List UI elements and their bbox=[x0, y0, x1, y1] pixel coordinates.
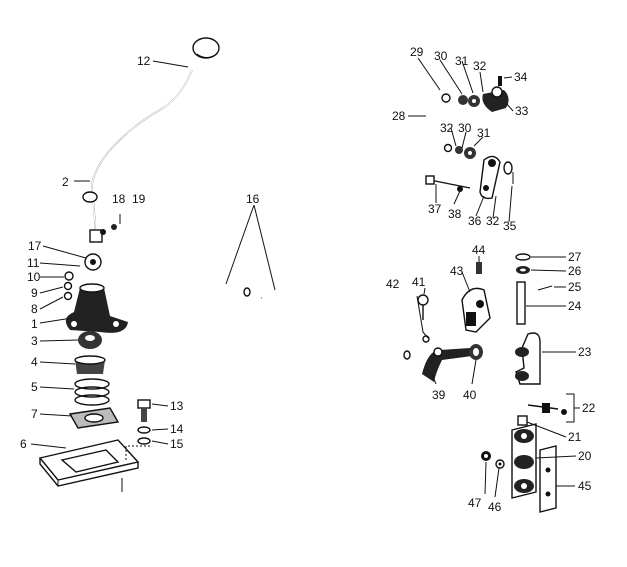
callout-15: 15 bbox=[170, 437, 184, 451]
callout-23: 23 bbox=[578, 345, 592, 359]
callout-21: 21 bbox=[568, 430, 582, 444]
callout-36: 36 bbox=[468, 214, 482, 228]
callout-37: 37 bbox=[428, 202, 442, 216]
callout-4: 4 bbox=[31, 355, 38, 369]
callout-46: 46 bbox=[488, 500, 502, 514]
callout-20: 20 bbox=[578, 449, 592, 463]
callout-45: 45 bbox=[578, 479, 592, 493]
callout-11: 11 bbox=[27, 256, 40, 270]
callout-27: 27 bbox=[568, 250, 582, 264]
bracket-36 bbox=[479, 155, 501, 200]
callout-42: 42 bbox=[386, 277, 400, 291]
callout-17: 17 bbox=[28, 239, 42, 253]
selector-rod-rear bbox=[261, 296, 411, 360]
bracket-43 bbox=[461, 287, 491, 333]
rubber-ring bbox=[78, 331, 102, 349]
selector-rod-front bbox=[94, 234, 251, 297]
plate-45 bbox=[539, 445, 557, 513]
callout-34: 34 bbox=[514, 70, 528, 84]
washer-46 bbox=[495, 459, 505, 469]
callout-31a: 31 bbox=[455, 54, 469, 68]
coil-spring bbox=[74, 378, 110, 406]
callout-38: 38 bbox=[448, 207, 462, 221]
callout-9: 9 bbox=[31, 286, 38, 300]
callout-40: 40 bbox=[463, 388, 477, 402]
screw-44 bbox=[476, 262, 482, 274]
callout-43: 43 bbox=[450, 264, 464, 278]
callout-25: 25 bbox=[568, 280, 582, 294]
callout-32b: 32 bbox=[440, 121, 454, 135]
callout-24: 24 bbox=[568, 299, 582, 313]
bush-21 bbox=[517, 415, 528, 426]
block-20 bbox=[511, 423, 537, 499]
lever-23 bbox=[515, 332, 541, 385]
callout-labels: 12 2 18 19 17 11 10 9 8 1 3 4 5 7 6 13 1… bbox=[20, 45, 596, 514]
pin-22 bbox=[527, 403, 567, 415]
callout-22: 22 bbox=[582, 401, 596, 415]
callout-7: 7 bbox=[31, 407, 38, 421]
washers-upper bbox=[441, 93, 480, 107]
pivot-housing bbox=[65, 283, 128, 333]
small-screw-18 bbox=[111, 214, 121, 230]
callout-41: 41 bbox=[412, 275, 426, 289]
callout-19: 19 bbox=[132, 192, 146, 206]
callout-30a: 30 bbox=[434, 49, 448, 63]
callout-18: 18 bbox=[112, 192, 126, 206]
callout-32c: 32 bbox=[486, 214, 500, 228]
callout-33: 33 bbox=[515, 104, 529, 118]
bolt-37 bbox=[425, 175, 471, 192]
lever-39 bbox=[422, 347, 472, 382]
washer-42 bbox=[422, 335, 430, 343]
pin-25 bbox=[537, 285, 553, 291]
screw-41 bbox=[417, 294, 429, 320]
callout-28: 28 bbox=[392, 109, 406, 123]
callout-29: 29 bbox=[410, 45, 424, 59]
callout-30b: 30 bbox=[458, 121, 472, 135]
callout-12: 12 bbox=[137, 54, 151, 68]
callout-10: 10 bbox=[27, 270, 41, 284]
pivot-washers bbox=[63, 253, 102, 301]
callout-44: 44 bbox=[472, 243, 486, 257]
callout-1: 1 bbox=[31, 317, 38, 331]
callout-3: 3 bbox=[31, 334, 38, 348]
callout-2: 2 bbox=[62, 175, 69, 189]
gear-knob bbox=[192, 37, 220, 59]
callout-16: 16 bbox=[246, 192, 260, 206]
screw-47 bbox=[481, 451, 491, 461]
washer-35 bbox=[503, 161, 514, 184]
gear-lever bbox=[82, 69, 193, 241]
shaft-24 bbox=[516, 281, 526, 325]
rod-clamp bbox=[89, 229, 106, 243]
leader-lines bbox=[30, 57, 580, 498]
callout-39: 39 bbox=[432, 388, 446, 402]
bush bbox=[74, 355, 106, 374]
callout-8: 8 bbox=[31, 302, 38, 316]
callout-6: 6 bbox=[20, 437, 27, 451]
lever-block-33 bbox=[482, 76, 509, 112]
callout-13: 13 bbox=[170, 399, 184, 413]
bush-40 bbox=[469, 344, 483, 360]
callout-32a: 32 bbox=[473, 59, 487, 73]
base-plate bbox=[38, 439, 140, 487]
washer-27 bbox=[515, 253, 531, 261]
callout-26: 26 bbox=[568, 264, 582, 278]
bolt-13 bbox=[137, 399, 151, 445]
washers-lower bbox=[443, 143, 476, 159]
callout-31b: 31 bbox=[477, 126, 491, 140]
callout-47: 47 bbox=[468, 496, 482, 510]
gasket-plate bbox=[68, 407, 120, 429]
callout-5: 5 bbox=[31, 380, 38, 394]
callout-14: 14 bbox=[170, 422, 184, 436]
link-rod bbox=[427, 91, 442, 141]
washer-26 bbox=[516, 266, 530, 274]
callout-35: 35 bbox=[503, 219, 517, 233]
